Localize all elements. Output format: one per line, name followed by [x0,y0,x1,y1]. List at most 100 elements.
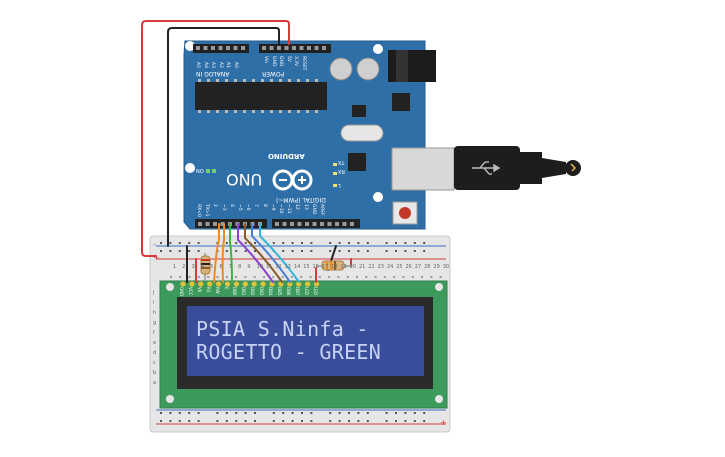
breadboard-hole[interactable] [254,420,256,422]
breadboard-hole[interactable] [235,242,238,244]
breadboard-hole[interactable] [169,412,172,414]
breadboard-hole[interactable] [337,276,340,278]
header-pin[interactable] [213,222,217,226]
breadboard-hole[interactable] [290,276,293,278]
breadboard-hole[interactable] [301,420,303,422]
breadboard-hole[interactable] [366,242,369,244]
breadboard-hole[interactable] [310,412,313,414]
breadboard-hole[interactable] [188,250,191,252]
arduino-board[interactable] [183,40,455,230]
breadboard-hole[interactable] [395,412,397,414]
breadboard-hole[interactable] [348,250,350,252]
breadboard-hole[interactable] [338,420,341,422]
header-pin[interactable] [292,46,296,50]
breadboard-hole[interactable] [169,250,172,252]
breadboard-hole[interactable] [329,250,332,252]
breadboard-hole[interactable] [160,412,162,414]
breadboard-hole[interactable] [244,250,247,252]
breadboard-hole[interactable] [413,412,416,414]
breadboard-hole[interactable] [160,250,162,252]
breadboard-hole[interactable] [395,420,397,422]
breadboard-hole[interactable] [301,242,303,244]
breadboard-hole[interactable] [291,250,294,252]
breadboard-hole[interactable] [169,242,172,244]
breadboard-hole[interactable] [348,420,350,422]
header-pin[interactable] [282,222,287,226]
header-pin[interactable] [205,222,210,226]
breadboard-hole[interactable] [318,276,321,278]
breadboard-hole[interactable] [272,420,275,422]
breadboard-hole[interactable] [383,276,386,278]
header-pin[interactable] [218,46,223,50]
breadboard-hole[interactable] [357,420,360,422]
header-pin[interactable] [275,222,279,226]
header-pin[interactable] [307,46,311,50]
breadboard-hole[interactable] [423,242,426,244]
header-pin[interactable] [233,46,238,50]
header-pin[interactable] [262,46,266,50]
breadboard-hole[interactable] [301,250,303,252]
header-pin[interactable] [220,222,225,226]
header-pin[interactable] [290,222,294,226]
breadboard-hole[interactable] [160,420,162,422]
header-pin[interactable] [335,222,339,226]
breadboard-hole[interactable] [413,242,416,244]
breadboard-hole[interactable] [338,412,341,414]
breadboard-hole[interactable] [207,276,210,278]
breadboard-hole[interactable] [216,412,219,414]
lcd-pin[interactable] [305,281,311,287]
breadboard-hole[interactable] [310,242,313,244]
lcd-pin[interactable] [296,281,302,287]
breadboard-hole[interactable] [404,242,407,244]
header-pin[interactable] [198,222,202,226]
power-jack[interactable] [388,50,436,82]
breadboard-hole[interactable] [338,242,341,244]
breadboard-hole[interactable] [385,420,388,422]
resistor-icon[interactable] [200,253,211,280]
breadboard-hole[interactable] [254,242,256,244]
header-pin[interactable] [297,222,302,226]
header-pin[interactable] [314,46,319,50]
breadboard-hole[interactable] [188,242,191,244]
breadboard-hole[interactable] [357,412,360,414]
header-pin[interactable] [269,46,274,50]
breadboard-hole[interactable] [423,420,426,422]
breadboard-hole[interactable] [423,250,426,252]
header-pin[interactable] [226,46,230,50]
breadboard-hole[interactable] [421,276,424,278]
breadboard-hole[interactable] [254,412,256,414]
header-pin[interactable] [327,222,332,226]
breadboard-hole[interactable] [300,276,303,278]
breadboard-hole[interactable] [291,412,294,414]
breadboard-hole[interactable] [366,412,369,414]
breadboard-hole[interactable] [282,412,285,414]
lcd-pin[interactable] [242,281,248,287]
breadboard-hole[interactable] [348,242,350,244]
breadboard-hole[interactable] [310,250,313,252]
breadboard-hole[interactable] [365,276,368,278]
lcd-pin[interactable] [233,281,239,287]
breadboard-hole[interactable] [395,242,397,244]
breadboard-hole[interactable] [338,250,341,252]
breadboard-hole[interactable] [404,412,407,414]
breadboard-hole[interactable] [366,250,369,252]
breadboard-hole[interactable] [254,250,256,252]
breadboard-hole[interactable] [188,412,191,414]
breadboard-hole[interactable] [244,242,247,244]
breadboard-hole[interactable] [385,242,388,244]
breadboard-hole[interactable] [348,412,350,414]
breadboard-hole[interactable] [225,242,228,244]
breadboard-hole[interactable] [178,412,181,414]
breadboard-hole[interactable] [178,420,181,422]
breadboard-hole[interactable] [404,250,407,252]
breadboard-hole[interactable] [169,420,172,422]
lcd-pin[interactable] [207,281,213,287]
breadboard-hole[interactable] [225,412,228,414]
breadboard-hole[interactable] [244,276,247,278]
breadboard-hole[interactable] [402,276,405,278]
breadboard-hole[interactable] [393,276,396,278]
lcd-pin[interactable] [260,281,266,287]
breadboard-hole[interactable] [178,250,181,252]
breadboard-hole[interactable] [329,420,332,422]
